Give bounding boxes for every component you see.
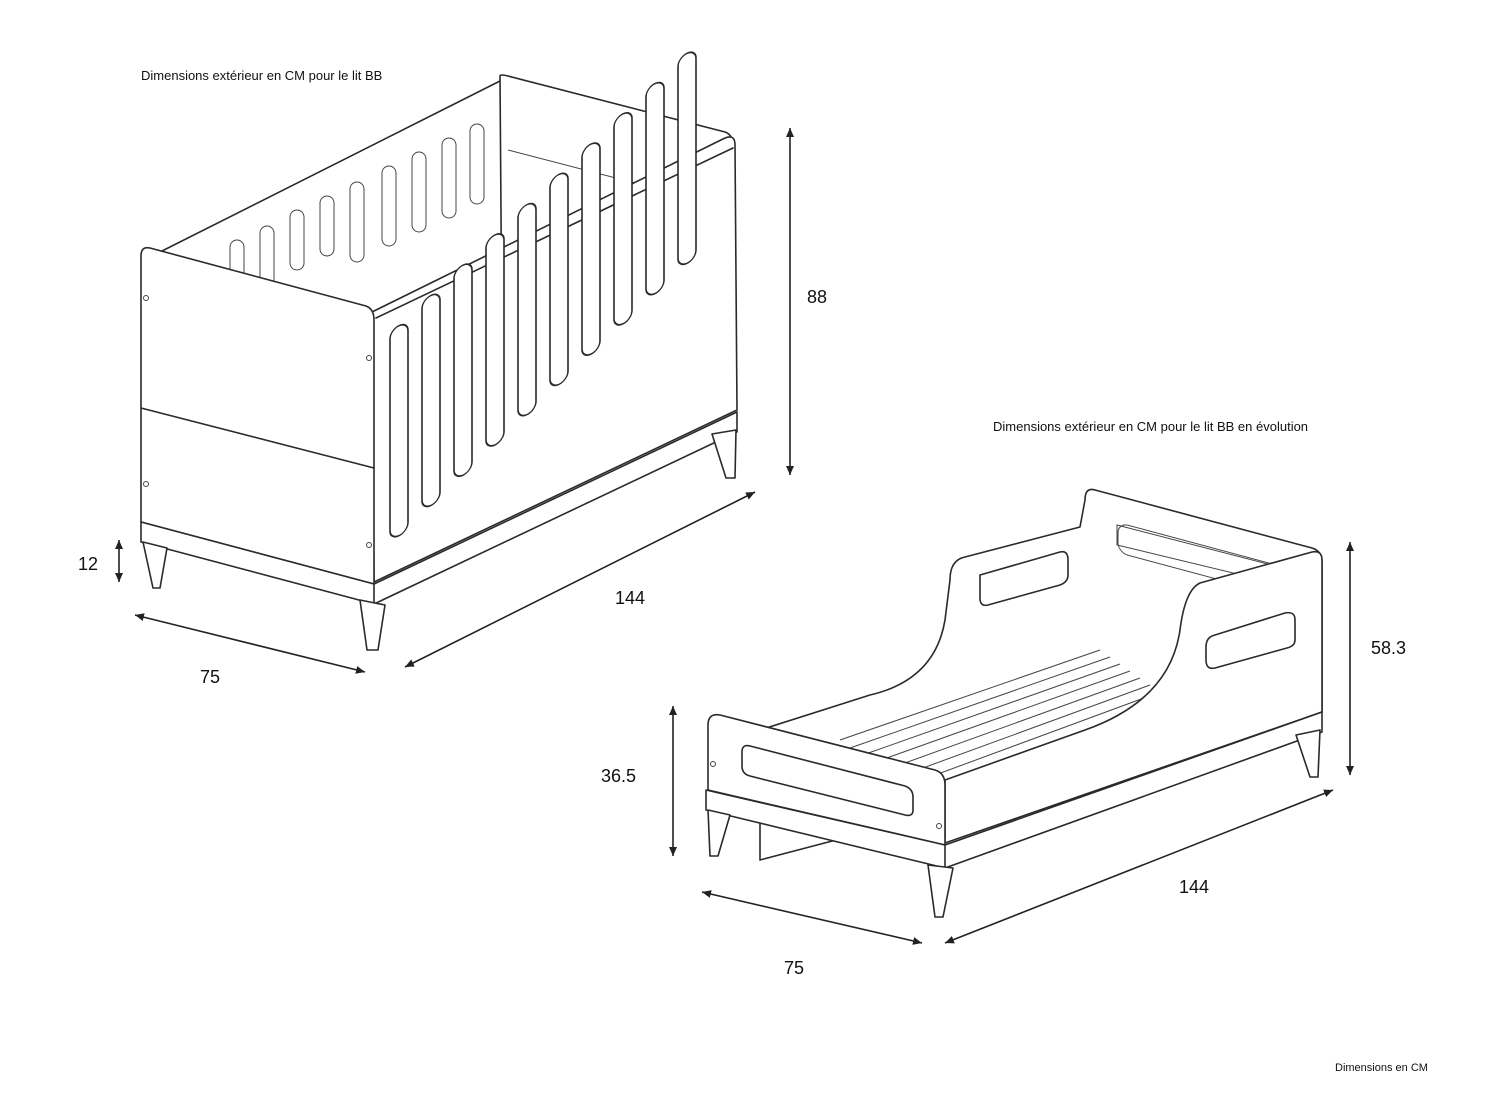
toddler-bed-drawing — [705, 488, 1323, 918]
crib-drawing — [140, 51, 738, 651]
crib-title: Dimensions extérieur en CM pour le lit B… — [141, 68, 382, 83]
footer-note: Dimensions en CM — [1335, 1062, 1428, 1074]
crib-width-label: 75 — [200, 667, 220, 687]
crib-dimensions: Dimensions extérieur en CM pour le lit B… — [78, 68, 827, 687]
bed-length-arrow — [944, 789, 1334, 944]
back-slats — [229, 123, 485, 301]
bed-foot-height-label: 36.5 — [601, 766, 636, 786]
bed-width-label: 75 — [784, 958, 804, 978]
length-arrow — [404, 491, 756, 668]
front-slats — [389, 51, 697, 538]
crib-height-label: 88 — [807, 287, 827, 307]
bed-length-label: 144 — [1179, 877, 1209, 897]
crib-leg-height-label: 12 — [78, 554, 98, 574]
width-arrow — [134, 613, 366, 674]
bed-title: Dimensions extérieur en CM pour le lit B… — [993, 419, 1308, 434]
toddler-bed-dimensions: Dimensions extérieur en CM pour le lit B… — [601, 419, 1406, 978]
bed-height-label: 58.3 — [1371, 638, 1406, 658]
crib-length-label: 144 — [615, 588, 645, 608]
bed-width-arrow — [701, 890, 923, 945]
